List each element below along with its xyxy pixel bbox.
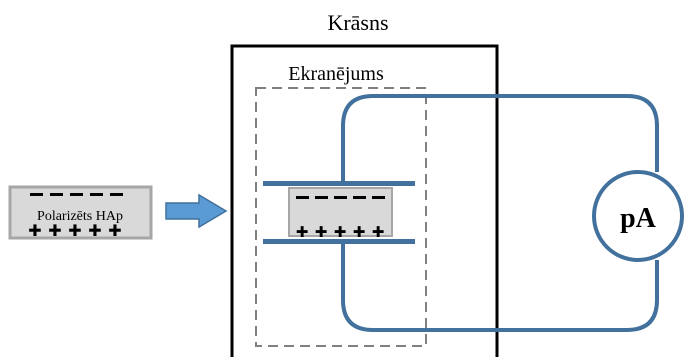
plus-sign: ✚	[108, 221, 121, 240]
plus-sign: ✚	[353, 223, 366, 241]
plus-sign: ✚	[28, 221, 41, 240]
picoammeter-label: pA	[620, 203, 657, 234]
plus-sign: ✚	[48, 221, 61, 240]
minus-sign	[110, 193, 123, 196]
minus-sign	[70, 193, 83, 196]
inner-minus-charges	[296, 196, 385, 199]
plus-sign: ✚	[315, 223, 328, 241]
picoammeter-icon	[592, 170, 684, 262]
outer-minus-charges	[30, 193, 123, 196]
oven-box	[230, 44, 499, 357]
plus-sign: ✚	[372, 223, 385, 241]
minus-sign	[296, 196, 309, 199]
inner-plus-charges: ✚ ✚ ✚ ✚ ✚	[296, 223, 385, 241]
minus-sign	[30, 193, 43, 196]
minus-sign	[90, 193, 103, 196]
plus-sign: ✚	[68, 221, 81, 240]
upper-electrode	[263, 181, 415, 186]
shield-box	[255, 87, 427, 347]
wire-lower	[341, 240, 659, 332]
oven-label: Krāsns	[327, 10, 388, 35]
minus-sign	[50, 193, 63, 196]
wire-upper	[341, 94, 659, 185]
shield-label: Ekranējums	[288, 63, 384, 85]
plus-sign: ✚	[296, 223, 309, 241]
polarized-hap-label: Polarizēts HAp	[37, 209, 123, 224]
minus-sign	[353, 196, 366, 199]
plus-sign: ✚	[334, 223, 347, 241]
plus-sign: ✚	[88, 221, 101, 240]
minus-sign	[315, 196, 328, 199]
minus-sign	[334, 196, 347, 199]
right-arrow-icon	[165, 193, 228, 229]
minus-sign	[372, 196, 385, 199]
lower-electrode	[263, 239, 415, 244]
outer-plus-charges: ✚ ✚ ✚ ✚ ✚	[28, 221, 121, 240]
